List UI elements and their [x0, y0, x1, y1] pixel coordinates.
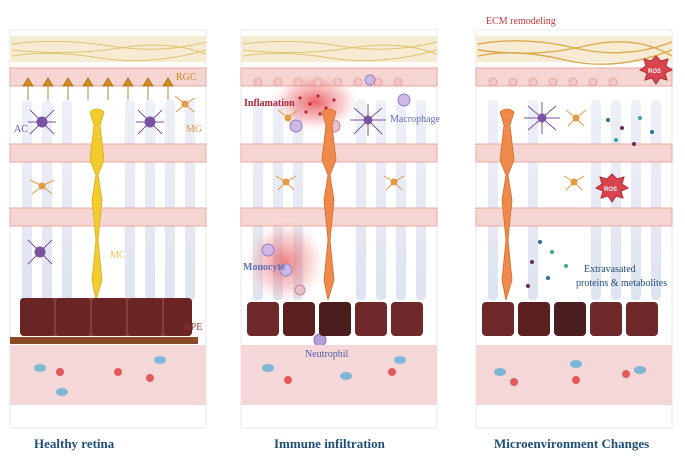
microglia: [275, 109, 405, 191]
caption-micro: Microenvironment Changes: [494, 436, 649, 451]
label-mc: MC: [110, 250, 126, 261]
label-ros-mid: ROS: [604, 187, 617, 193]
caption-healthy: Healthy retina: [34, 436, 115, 451]
label-ac: AC: [14, 124, 28, 135]
label-inflammation: Inflamation: [244, 98, 295, 109]
muller-cell-healthy: [89, 108, 105, 301]
bruch-membrane: [10, 337, 198, 344]
nerve-fiber-layer: [241, 36, 437, 62]
label-monocyte: Monocyte: [243, 262, 286, 273]
blood-cells: [262, 356, 406, 384]
microglia: [563, 109, 587, 191]
label-macrophage: Macrophage: [390, 114, 441, 125]
inner-plexiform-band: [240, 143, 438, 163]
blood-cells: [494, 360, 646, 386]
panel-immune: Inflamation Macrophage Monocyte Neutroph…: [240, 29, 441, 451]
nerve-fiber-layer: [10, 36, 206, 62]
rpe-layer: [20, 298, 192, 336]
ros-burst-top: [638, 55, 674, 85]
inner-plexiform-band: [9, 143, 207, 163]
muller-cell-stressed: [499, 108, 515, 301]
amacrine-cells: [27, 109, 164, 265]
inflammation-glow-lower: [241, 216, 329, 308]
label-extravasated-1: Extravasated: [584, 264, 636, 275]
choroid: [476, 345, 672, 405]
rgc-neurons: [253, 77, 403, 87]
label-mg: MG: [186, 124, 202, 135]
label-extravasated-2: proteins & metabolites: [576, 278, 667, 289]
caption-immune: Immune infiltration: [274, 436, 386, 451]
fiber-lines: [242, 40, 438, 62]
label-neutrophil: Neutrophil: [305, 349, 349, 360]
label-rgc: RGC: [176, 72, 197, 83]
rgc-neurons: [22, 77, 174, 100]
fiber-lines: [477, 40, 673, 65]
choroid: [10, 345, 206, 405]
blood-cells: [34, 356, 166, 396]
microglia: [29, 95, 196, 195]
macrophage: [524, 102, 560, 134]
rpe-layer: [482, 302, 658, 336]
macrophage: [350, 104, 386, 136]
muller-cell-stressed: [321, 108, 337, 301]
rpe-layer: [247, 302, 423, 336]
label-ros-top: ROS: [648, 69, 661, 75]
outer-plexiform-band: [475, 207, 673, 227]
rgc-neurons: [488, 77, 618, 87]
panel-micro: ECM remodeling ROS ROS Extravasated prot…: [475, 16, 674, 451]
ros-burst-mid: [594, 173, 630, 203]
metabolite-dots: [526, 116, 654, 288]
inner-plexiform-band: [475, 143, 673, 163]
fiber-lines: [11, 40, 207, 62]
panel-healthy: RGC AC MG MC RPE Healthy retina: [9, 29, 207, 451]
label-ecm: ECM remodeling: [486, 16, 556, 27]
inflammation-particles: [298, 94, 336, 116]
choroid: [241, 345, 437, 405]
label-rpe: RPE: [184, 322, 202, 333]
outer-plexiform-band: [9, 207, 207, 227]
